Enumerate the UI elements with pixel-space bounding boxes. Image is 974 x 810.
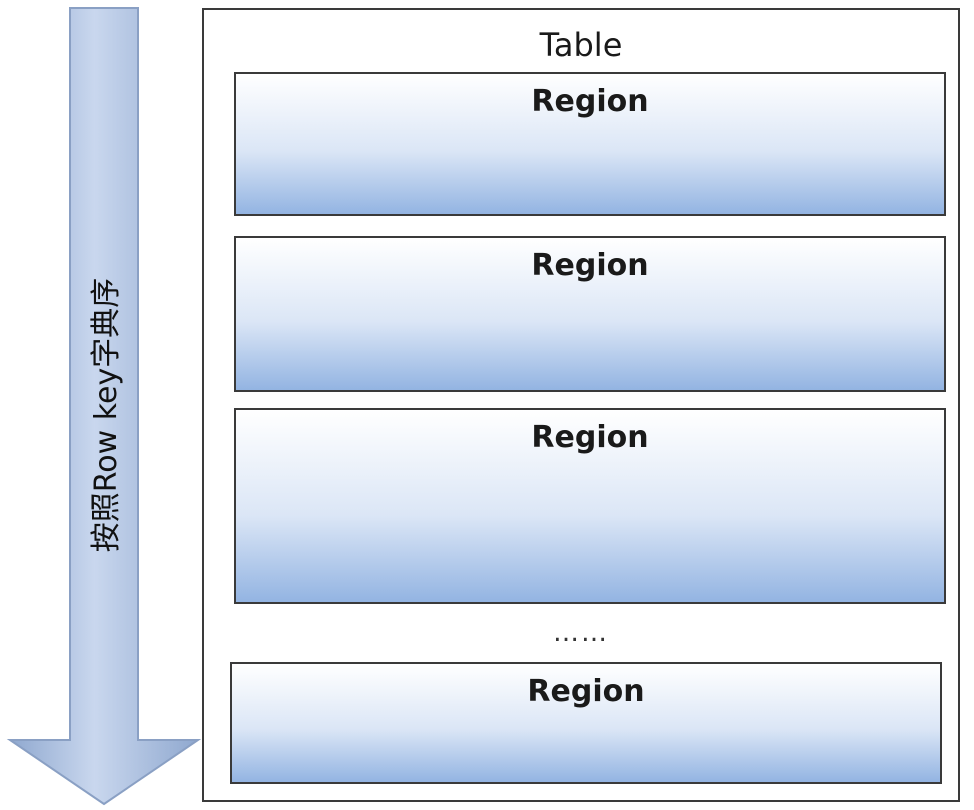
- more-regions-ellipsis: ……: [553, 618, 609, 648]
- region-label: Region: [527, 674, 645, 709]
- table-title: Table: [539, 26, 623, 64]
- region-3: Region: [234, 408, 946, 604]
- region-n: Region: [230, 662, 942, 784]
- down-arrow-icon: [6, 7, 202, 806]
- region-1: Region: [234, 72, 946, 216]
- region-2: Region: [234, 236, 946, 392]
- arrow-shape: [6, 7, 202, 806]
- region-label: Region: [531, 84, 649, 119]
- region-label: Region: [531, 248, 649, 283]
- row-key-order-label: 按照Row key字典序: [89, 277, 124, 553]
- table-container: Table Region Region Region …… Region: [202, 8, 960, 802]
- region-label: Region: [531, 420, 649, 455]
